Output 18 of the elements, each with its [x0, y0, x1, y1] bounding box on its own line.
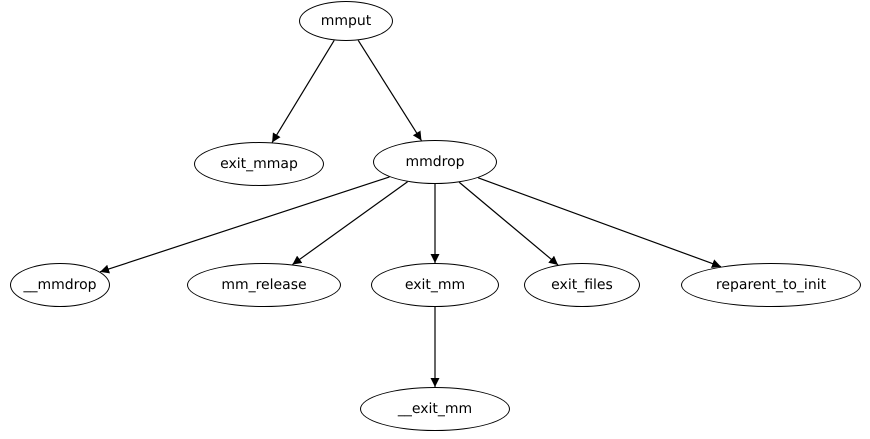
arrow [358, 40, 422, 141]
function-name: mmput [320, 13, 372, 29]
arrow [430, 184, 440, 263]
function-ellipse [10, 263, 110, 307]
arrow [430, 307, 440, 387]
function-name: exit_files [551, 277, 613, 293]
arrow [272, 40, 335, 143]
arrow [292, 181, 408, 266]
arrow [478, 177, 722, 268]
function-name: __mmdrop [23, 277, 97, 293]
function-name: exit_mmap [220, 156, 298, 172]
function-name: reparent_to_init [716, 277, 826, 293]
function-name: exit_mm [404, 277, 466, 293]
function-name: mm_release [221, 277, 307, 293]
function-name: mmdrop [405, 154, 465, 170]
function-name: __exit_mm [398, 401, 472, 417]
arrow [458, 182, 558, 266]
arrow [100, 176, 390, 274]
